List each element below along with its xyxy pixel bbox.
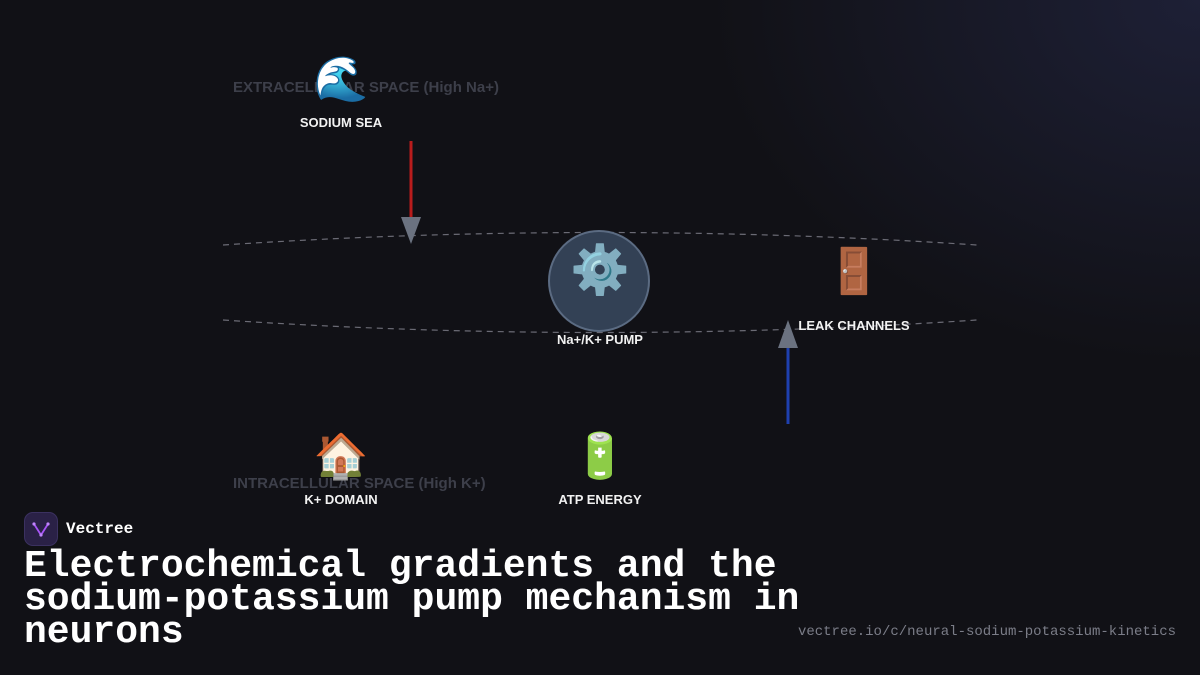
pump-circle xyxy=(548,230,650,332)
battery-icon: 🔋 xyxy=(572,431,628,482)
gear-icon: ⚙️ xyxy=(570,242,630,298)
vectree-logo-icon xyxy=(24,512,58,546)
sodium-influx-arrow-head xyxy=(401,217,421,244)
atp-energy-label: ATP ENERGY xyxy=(558,492,642,507)
brand: Vectree xyxy=(24,512,133,546)
leak-channels-label: LEAK CHANNELS xyxy=(798,318,910,333)
intracellular-zone-label: INTRACELLULAR SPACE (High K+) xyxy=(233,475,486,492)
pump-label: Na+/K+ PUMP xyxy=(557,332,643,347)
extracellular-zone-label: EXTRACELLULAR SPACE (High Na+) xyxy=(233,79,499,96)
leak-arrow-head xyxy=(778,320,798,348)
door-icon: 🚪 xyxy=(826,246,882,297)
page-title: Electrochemical gradients and the sodium… xyxy=(24,545,800,654)
source-url[interactable]: vectree.io/c/neural-sodium-potassium-kin… xyxy=(797,624,1176,640)
membrane-inner-line xyxy=(222,319,978,334)
house-icon: 🏠 xyxy=(313,431,369,482)
sodium-sea-label: SODIUM SEA xyxy=(299,115,383,130)
k-domain-label: K+ DOMAIN xyxy=(304,492,378,507)
brand-name: Vectree xyxy=(66,520,134,538)
wave-icon: 🌊 xyxy=(313,54,369,105)
